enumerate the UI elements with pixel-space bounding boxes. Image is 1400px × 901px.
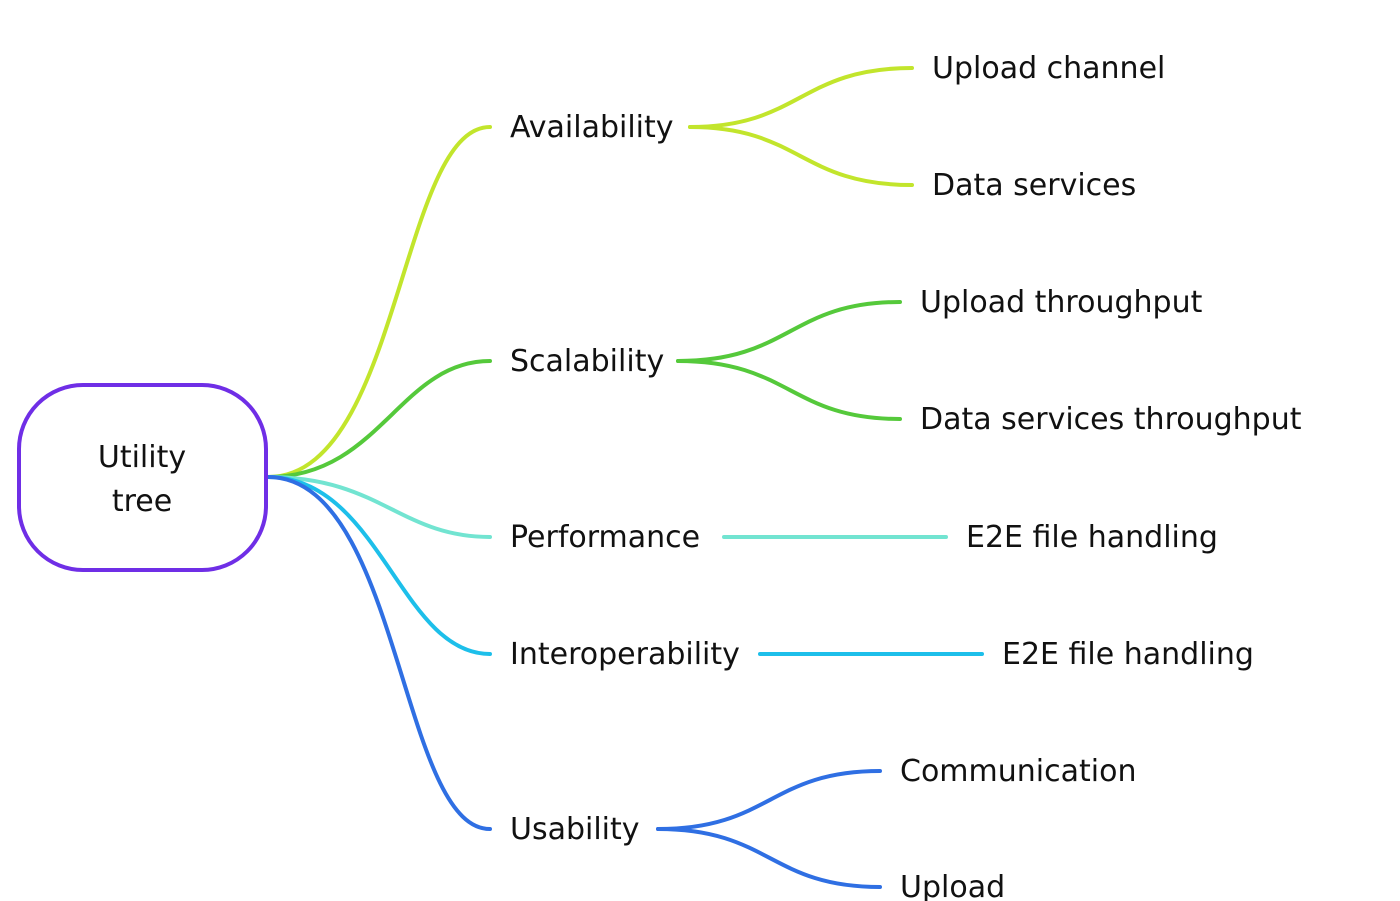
leaf-label-upload: Upload <box>900 870 1005 901</box>
root-label-line-1: Utility <box>98 440 186 475</box>
edge-usability-communication <box>656 769 882 831</box>
root-node-box <box>17 383 268 572</box>
leaf-label-upload-throughput: Upload throughput <box>920 285 1203 320</box>
branch-label-availability: Availability <box>510 110 674 145</box>
edge-root-interoperability <box>266 475 492 656</box>
branch-labels: Availability Scalability Performance Int… <box>510 110 740 847</box>
edge-availability-data-services <box>688 125 914 187</box>
branch-label-performance: Performance <box>510 520 700 555</box>
root-node: Utility tree <box>17 383 268 572</box>
branch-label-usability: Usability <box>510 812 640 847</box>
edge-availability-upload-channel <box>688 66 914 129</box>
edge-usability-upload <box>656 827 882 889</box>
root-label-line-2: tree <box>112 484 172 519</box>
edge-scalability-upload-throughput <box>676 300 902 363</box>
branch-label-interoperability: Interoperability <box>510 637 740 672</box>
edge-scalability-data-services-throughput <box>676 359 902 421</box>
leaf-label-interoperability-e2e: E2E file handling <box>1002 637 1254 672</box>
leaf-label-upload-channel: Upload channel <box>932 51 1165 86</box>
leaf-labels: Upload channel Data services Upload thro… <box>900 51 1302 901</box>
root-edges <box>266 125 492 831</box>
leaf-label-communication: Communication <box>900 754 1136 789</box>
edge-root-scalability <box>266 359 492 479</box>
edge-root-usability <box>266 475 492 831</box>
leaf-edges <box>656 66 984 889</box>
leaf-label-performance-e2e: E2E file handling <box>966 520 1218 555</box>
edge-root-performance <box>266 475 492 539</box>
leaf-label-data-services-throughput: Data services throughput <box>920 402 1302 437</box>
leaf-label-data-services: Data services <box>932 168 1136 203</box>
branch-label-scalability: Scalability <box>510 344 664 379</box>
edge-root-availability <box>266 125 492 479</box>
